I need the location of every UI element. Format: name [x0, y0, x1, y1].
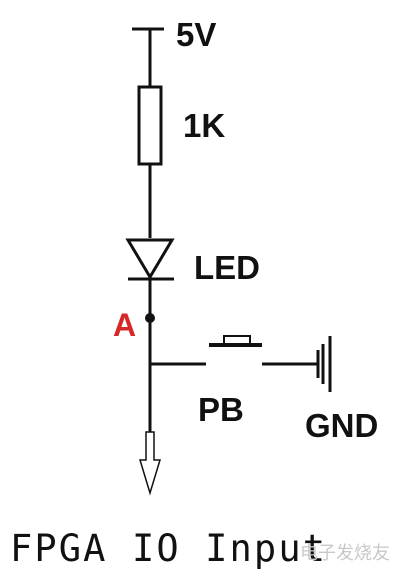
- resistor-symbol: [137, 85, 163, 166]
- resistor-label: 1K: [183, 107, 225, 144]
- supply-label: 5V: [176, 16, 216, 53]
- caption-text: FPGA IO Input: [10, 527, 325, 570]
- led-label: LED: [194, 249, 260, 286]
- led-diode-triangle: [125, 238, 175, 280]
- node-a-dot: [145, 313, 155, 323]
- push-button-plunger: [223, 335, 251, 346]
- ground-label: GND: [305, 407, 378, 444]
- watermark-text: 电子发烧友: [300, 543, 390, 564]
- node-a-label: A: [113, 307, 136, 343]
- output-arrow: [138, 431, 162, 496]
- push-button-label: PB: [198, 391, 244, 428]
